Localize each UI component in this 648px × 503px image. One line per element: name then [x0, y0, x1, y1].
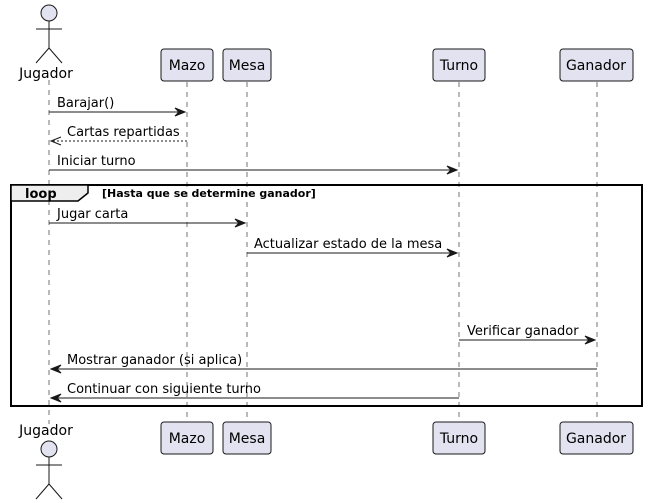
participant-label-mazo-bottom: Mazo: [169, 431, 206, 447]
message-label: Barajar(): [57, 96, 114, 111]
loop-tab: [10, 184, 89, 202]
message-mostrar-ganador: Mostrar ganador (si aplica): [49, 353, 597, 374]
participant-label-mesa-top: Mesa: [229, 58, 266, 74]
participant-ganador-top[interactable]: Ganador: [559, 48, 634, 82]
actor-jugador-bottom[interactable]: Jugador: [18, 423, 73, 500]
message-verificar-ganador: Verificar ganador: [459, 324, 597, 345]
arrow-right-icon: [584, 335, 597, 345]
message-jugar-carta: Jugar carta: [49, 207, 247, 228]
participant-label-turno-bottom: Turno: [439, 431, 478, 447]
participant-mesa-bottom[interactable]: Mesa: [222, 421, 272, 455]
participant-turno-top[interactable]: Turno: [432, 48, 486, 82]
arrow-right-icon: [446, 165, 459, 175]
participant-label-ganador-bottom: Ganador: [566, 431, 626, 447]
loop-condition: [Hasta que se determine ganador]: [102, 187, 316, 200]
arrow-right-icon: [174, 107, 187, 117]
participant-ganador-bottom[interactable]: Ganador: [559, 421, 634, 455]
actor-head-icon: [40, 440, 58, 458]
actor-head-icon: [40, 4, 58, 22]
participant-label-mazo-top: Mazo: [169, 58, 206, 74]
message-label: Actualizar estado de la mesa: [254, 237, 442, 252]
loop-keyword: loop: [25, 187, 57, 202]
message-actualizar-estado: Actualizar estado de la mesa: [247, 237, 459, 258]
participant-label-jugador-top: Jugador: [18, 66, 73, 82]
loop-frame: [10, 184, 643, 407]
message-label: Continuar con siguiente turno: [67, 382, 261, 397]
arrow-left-icon: [49, 393, 62, 403]
arrow-left-icon: [49, 364, 62, 374]
message-label: Iniciar turno: [57, 154, 136, 169]
participant-mesa-top[interactable]: Mesa: [222, 48, 272, 82]
message-cartas-repartidas: Cartas repartidas: [49, 125, 187, 146]
loop-fragment: loop [Hasta que se determine ganador]: [10, 184, 643, 407]
message-barajar: Barajar(): [49, 96, 187, 117]
message-label: Cartas repartidas: [67, 125, 180, 140]
participant-label-ganador-top: Ganador: [566, 58, 626, 74]
message-label: Verificar ganador: [467, 324, 579, 339]
arrow-open-left-icon: [49, 136, 62, 146]
participant-turno-bottom[interactable]: Turno: [432, 421, 486, 455]
message-iniciar-turno: Iniciar turno: [49, 154, 459, 175]
participant-mazo-bottom[interactable]: Mazo: [160, 421, 214, 455]
participant-label-jugador-bottom: Jugador: [18, 423, 73, 439]
message-label: Mostrar ganador (si aplica): [67, 353, 242, 368]
actor-jugador-top[interactable]: Jugador: [18, 4, 73, 82]
message-label: Jugar carta: [56, 207, 128, 222]
participant-mazo-top[interactable]: Mazo: [160, 48, 214, 82]
participant-label-mesa-bottom: Mesa: [229, 431, 266, 447]
message-continuar-turno: Continuar con siguiente turno: [49, 382, 459, 403]
arrow-right-icon: [234, 218, 247, 228]
participant-label-turno-top: Turno: [439, 58, 478, 74]
arrow-right-icon: [446, 248, 459, 258]
